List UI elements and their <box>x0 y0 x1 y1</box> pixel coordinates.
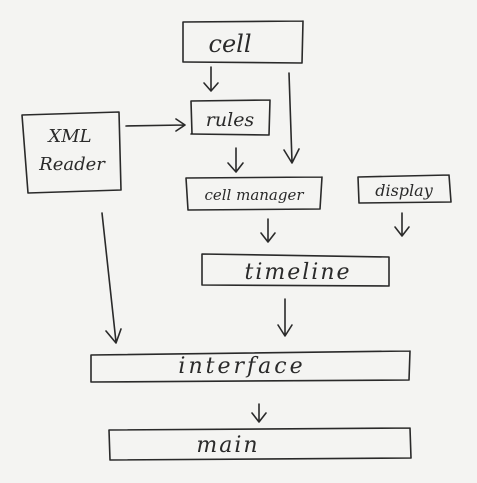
node-interface-label: interface <box>178 354 305 379</box>
node-display-label: display <box>375 181 433 200</box>
node-timeline: timeline <box>201 253 390 287</box>
edge-interface-to-main <box>251 403 267 423</box>
node-xml-reader: XML Reader <box>21 111 122 194</box>
edge-cell-to-cell-manager <box>283 72 300 164</box>
node-cell-manager: cell manager <box>185 176 323 211</box>
node-xml-reader-label-line1: XML <box>46 126 91 147</box>
node-main-label: main <box>196 433 259 458</box>
node-interface: interface <box>90 350 411 383</box>
node-cell-manager-label: cell manager <box>204 186 304 204</box>
node-main: main <box>108 427 412 461</box>
node-xml-reader-label-line2: Reader <box>38 154 106 175</box>
edge-cell-to-rules <box>203 66 219 92</box>
edge-rules-to-cell-manager <box>227 147 244 173</box>
edge-display-to-timeline <box>394 212 410 237</box>
edge-xml-reader-to-interface <box>101 212 122 344</box>
node-rules: rules <box>190 99 271 136</box>
node-timeline-label: timeline <box>244 260 351 285</box>
edge-timeline-to-interface <box>277 298 293 337</box>
edge-xml-reader-to-rules <box>125 118 186 132</box>
edge-cell-manager-to-timeline <box>260 218 276 243</box>
node-cell: cell <box>182 20 304 64</box>
node-rules-label: rules <box>206 109 255 131</box>
node-cell-label: cell <box>209 30 252 58</box>
node-display: display <box>357 174 452 204</box>
